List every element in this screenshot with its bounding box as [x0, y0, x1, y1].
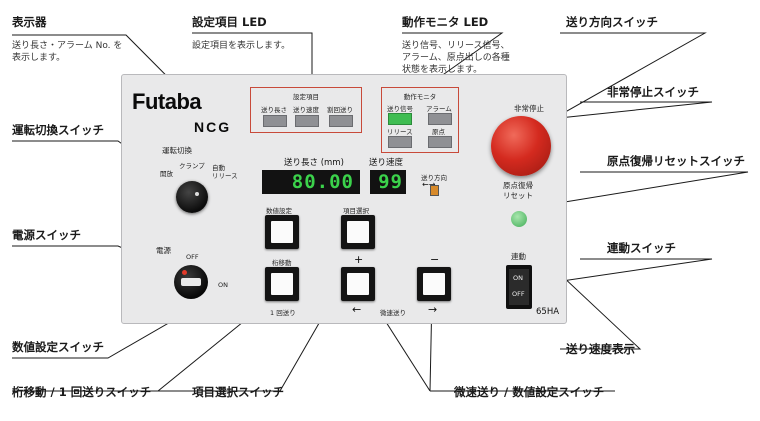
- setting-group-title: 設定項目: [293, 93, 319, 101]
- control-panel: Futaba NCG 設定項目 送り長さ 送り速度 割回送り 動作モニタ 送り信…: [121, 74, 567, 324]
- jog-label: 微速送り: [380, 309, 406, 317]
- continuous-on-label: ON: [513, 274, 523, 282]
- value-set-button[interactable]: [265, 215, 299, 249]
- item-select-switch-callout: 項目選択スイッチ: [192, 385, 284, 399]
- display-callout-desc: 送り長さ・アラーム No. を 表示します。: [12, 41, 123, 63]
- feed-speed-display-callout: 送り速度表示: [566, 342, 635, 356]
- item-select-button[interactable]: [341, 215, 375, 249]
- feed-dir-switch[interactable]: [430, 185, 439, 196]
- monitor-led-label-2: アラーム: [426, 105, 452, 113]
- setting-led-2: [295, 115, 319, 127]
- monitor-led-2: [428, 113, 452, 125]
- home-reset-button[interactable]: [511, 211, 527, 227]
- minus-label: −: [430, 253, 440, 266]
- mode-select-knob[interactable]: [176, 181, 208, 213]
- feed-speed-display: 99: [370, 170, 406, 194]
- plus-label: +: [354, 253, 364, 266]
- left-arrow-icon: ←: [352, 303, 362, 316]
- feed-speed-label: 送り速度: [369, 158, 404, 168]
- continuous-rocker-switch[interactable]: ON OFF: [506, 265, 532, 309]
- feed-dir-switch-callout: 送り方向スイッチ: [566, 15, 658, 29]
- monitor-led-label-1: 送り信号: [387, 105, 413, 113]
- key-slot-icon: [181, 278, 201, 286]
- setting-led-label-3: 割回送り: [327, 106, 353, 114]
- emergency-stop-button[interactable]: [491, 116, 551, 176]
- mode-opt-clamp: クランプ: [179, 162, 205, 170]
- continuous-off-label: OFF: [512, 290, 525, 298]
- key-dot-icon: [182, 270, 187, 275]
- jog-plus-button[interactable]: [341, 267, 375, 301]
- power-switch-callout: 電源スイッチ: [12, 228, 81, 242]
- power-key-switch[interactable]: [174, 265, 208, 299]
- setting-led-label-2: 送り速度: [293, 106, 319, 114]
- monitor-led-label-3: リリース: [387, 128, 413, 136]
- one-feed-label: 1 回送り: [270, 309, 296, 317]
- monitor-led-callout: 動作モニタ LED: [402, 15, 489, 29]
- feed-length-display: 80.00: [262, 170, 360, 194]
- display-callout: 表示器: [12, 15, 47, 29]
- mode-switch-callout: 運転切換スイッチ: [12, 123, 104, 137]
- monitor-led-4: [428, 136, 452, 148]
- estop-switch-callout: 非常停止スイッチ: [607, 85, 699, 99]
- value-set-switch-callout: 数値設定スイッチ: [12, 340, 104, 354]
- digit-move-button[interactable]: [265, 267, 299, 301]
- mode-opt-open: 開放: [160, 170, 173, 178]
- value-set-label: 数値設定: [266, 207, 292, 215]
- monitor-led-group: 動作モニタ 送り信号 アラーム リリース 原点: [381, 87, 459, 153]
- setting-led-callout-desc: 設定項目を表示します。: [192, 41, 291, 51]
- knob-indicator-icon: [195, 192, 199, 196]
- feed-length-label: 送り長さ (mm): [284, 158, 344, 168]
- model-code: 65HA: [536, 307, 560, 317]
- power-on-label: ON: [218, 281, 228, 289]
- continuous-label: 連動: [511, 252, 526, 261]
- continuous-switch-callout: 連動スイッチ: [607, 241, 676, 255]
- monitor-led-3: [388, 136, 412, 148]
- setting-led-callout: 設定項目 LED: [192, 15, 267, 29]
- mode-opt-auto-release: 自動 リリース: [212, 164, 238, 180]
- model-name: NCG: [194, 119, 232, 135]
- home-reset-label: 原点復帰 リセット: [503, 181, 533, 200]
- power-off-label: OFF: [186, 253, 199, 261]
- monitor-led-callout-desc: 送り信号、リリース信号、 アラーム、原点出しの各種 状態を表示します。: [402, 41, 510, 75]
- monitor-group-title: 動作モニタ: [403, 93, 437, 101]
- right-arrow-icon: →: [428, 303, 438, 316]
- jog-value-switch-callout: 微速送り / 数値設定スイッチ: [454, 385, 605, 399]
- jog-minus-button[interactable]: [417, 267, 451, 301]
- setting-led-label-1: 送り長さ: [261, 106, 287, 114]
- setting-led-3: [329, 115, 353, 127]
- brand-logo: Futaba: [132, 89, 202, 114]
- power-label: 電源: [156, 246, 171, 255]
- monitor-led-1: [388, 113, 412, 125]
- setting-led-group: 設定項目 送り長さ 送り速度 割回送り: [250, 87, 362, 133]
- digit-move-switch-callout: 桁移動 / 1 回送りスイッチ: [12, 385, 152, 399]
- estop-label: 非常停止: [514, 104, 544, 113]
- monitor-led-label-4: 原点: [432, 128, 445, 136]
- feed-dir-arrows-icon: ←→: [422, 180, 436, 189]
- digit-move-label: 桁移動: [272, 259, 292, 267]
- home-reset-switch-callout: 原点復帰リセットスイッチ: [607, 154, 745, 168]
- mode-switch-label: 運転切換: [162, 146, 192, 155]
- setting-led-1: [263, 115, 287, 127]
- feed-dir-label: 送り方向: [421, 174, 447, 182]
- item-select-label: 項目選択: [343, 207, 369, 215]
